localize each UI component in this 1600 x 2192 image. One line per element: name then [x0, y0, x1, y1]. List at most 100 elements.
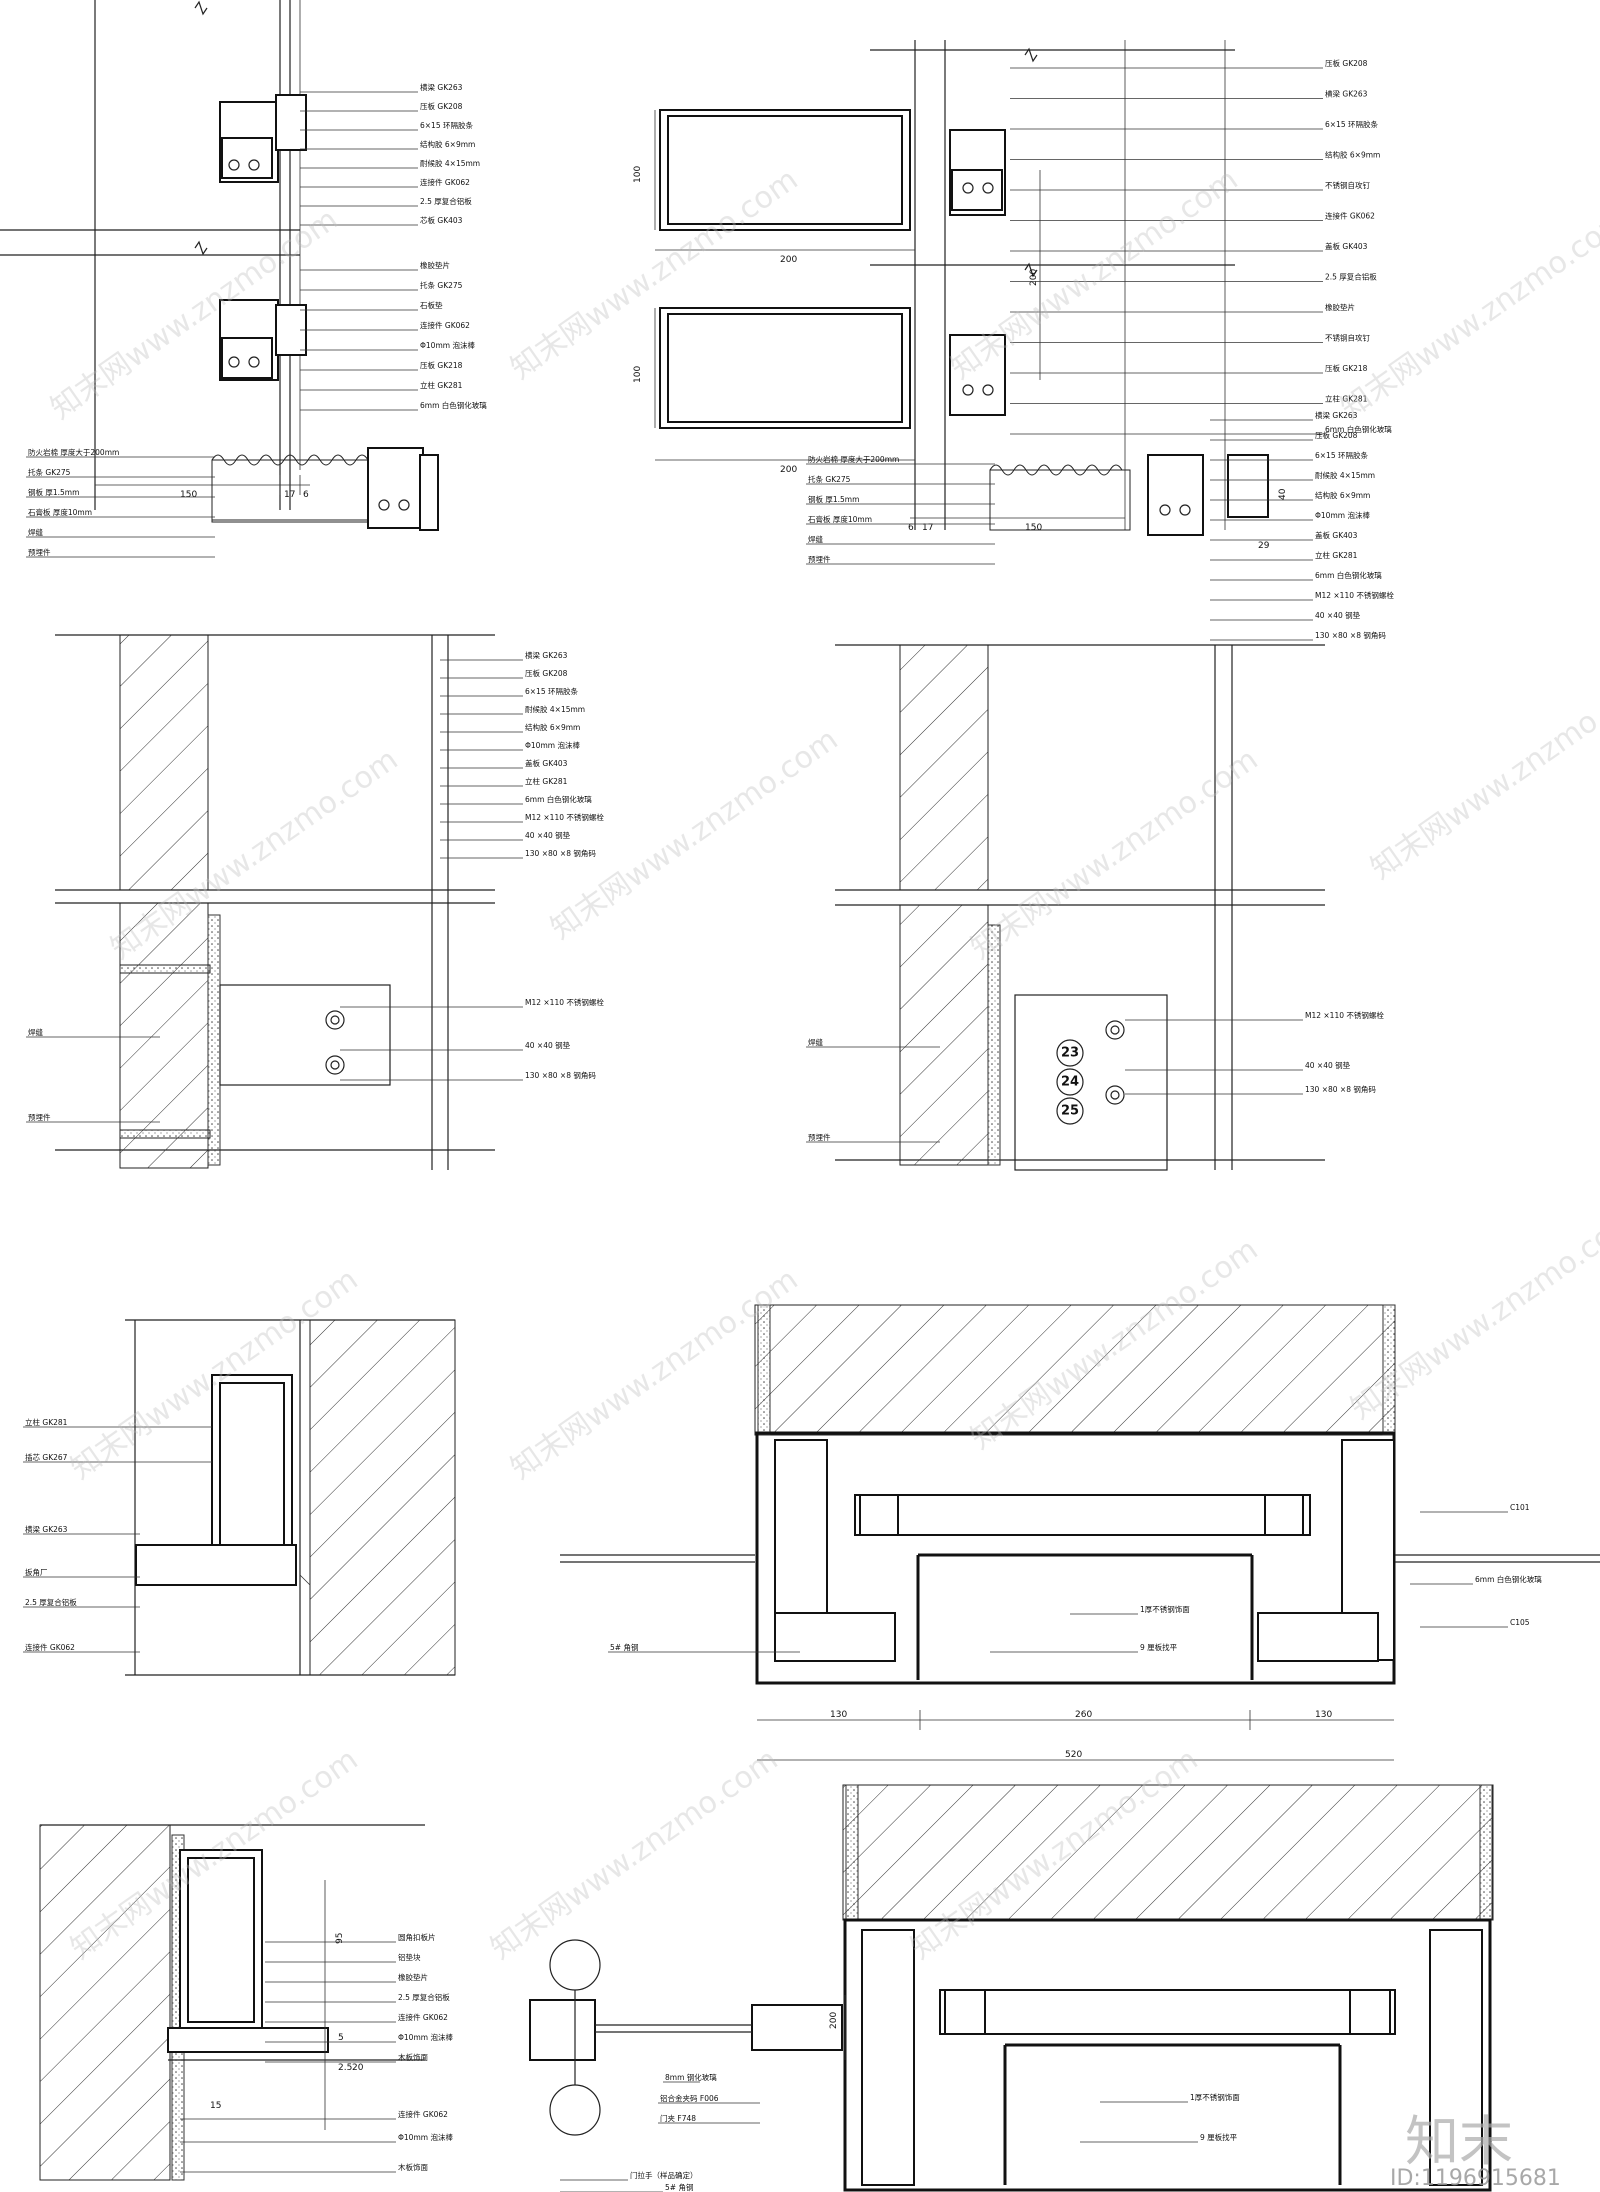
label-detail3-labels_right-7: 立柱 GK281 [525, 776, 568, 786]
d2-dim-200a: 200 [780, 255, 797, 265]
label-detail5-labels-1: 插芯 GK267 [25, 1452, 68, 1462]
d7-dim-15: 15 [210, 2101, 221, 2111]
label-detail6-labels-3: 6mm 白色钢化玻璃 [1475, 1574, 1542, 1584]
badge-24: 24 [1061, 1075, 1079, 1090]
d4-dim-40: 40 [1278, 488, 1288, 500]
label-detail4-labels_right-9: M12 ×110 不锈钢螺栓 [1305, 1010, 1384, 1020]
label-detail4-labels_right-2: 6×15 环隔胶条 [1315, 450, 1368, 460]
label-detail2-labels-5: 连接件 GK062 [1325, 211, 1375, 221]
label-detail4-labels_right-1: 压板 GK208 [1315, 430, 1358, 440]
detail-5-corner-section [125, 1319, 456, 1676]
d2-dim-100b: 100 [633, 366, 643, 383]
label-detail8-labels-4: 5# 角钢 [665, 2182, 693, 2192]
watermark-id: ID:1196915681 [1390, 2166, 1561, 2191]
label-detail1-labels_lower-1: 托条 GK275 [420, 280, 463, 290]
label-detail8-labels-0: 8mm 钢化玻璃 [665, 2072, 717, 2082]
label-detail4-labels_left-2: 钢板 厚1.5mm [808, 494, 859, 504]
label-detail5-labels-4: 2.5 厚复合铝板 [25, 1597, 77, 1607]
watermark-text: 知末网www.znzmo.com [485, 1742, 785, 1967]
d6-dim-260: 260 [1075, 1710, 1092, 1720]
d6-dim-130b: 130 [1315, 1710, 1332, 1720]
label-detail3-labels_left-5: 预埋件 [28, 1112, 51, 1122]
label-detail4-labels_right-10: 40 ×40 钢垫 [1305, 1060, 1351, 1070]
label-detail2-labels-3: 结构胶 6×9mm [1325, 150, 1380, 160]
label-detail4-labels_right-3: 耐候胶 4×15mm [1315, 470, 1375, 480]
label-detail6-labels-1: 1厚不锈钢饰面 [1140, 1604, 1190, 1614]
label-detail3-labels_left-1: 托条 GK275 [28, 467, 71, 477]
label-detail4-labels_left-5: 预埋件 [808, 1132, 831, 1142]
label-detail1-labels_upper-5: 连接件 GK062 [420, 177, 470, 187]
label-detail6-labels-0: C101 [1510, 1503, 1530, 1512]
d2-dim-6: 6 [908, 523, 914, 533]
label-detail3-labels_right-10: 40 ×40 钢垫 [525, 830, 571, 840]
detail-6-column-cladding: 130 260 130 520 [560, 1304, 1600, 1761]
label-detail4-labels_right-8: 6mm 白色钢化玻璃 [1315, 570, 1382, 580]
label-detail2-labels-8: 橡胶垫片 [1325, 302, 1355, 312]
label-detail8-labels-2: 门夹 F748 [660, 2113, 696, 2123]
label-detail2-labels-0: 压板 GK208 [1325, 58, 1368, 68]
watermark-text: 知末网www.znzmo.com [965, 742, 1265, 967]
detail-8-door-column: 200 [529, 1784, 1494, 2192]
d6-dim-130a: 130 [830, 1710, 847, 1720]
label-detail8-labels-5: 1厚不锈钢饰面 [1190, 2092, 1240, 2102]
label-detail8-labels-1: 铝合金夹码 F006 [660, 2093, 719, 2103]
label-detail3-labels_right-8: 6mm 白色钢化玻璃 [525, 794, 592, 804]
detail-1-mullion-section: 150 17 6 [0, 0, 310, 510]
watermark-logo: 知末 [1405, 2110, 1513, 2173]
watermark-text: 知末网www.znzmo.com [1335, 202, 1600, 427]
label-detail3-labels_right-11: 130 ×80 ×8 钢角码 [525, 848, 596, 858]
detail-2-transom-section: 100 200 100 200 200 6 17 150 [633, 40, 1235, 533]
label-detail3-labels_right-9: M12 ×110 不锈钢螺栓 [525, 812, 604, 822]
label-detail3-labels_right-3: 耐候胶 4×15mm [525, 704, 585, 714]
label-detail3-labels_right-6: 盖板 GK403 [525, 758, 568, 768]
label-detail1-labels_upper-1: 压板 GK208 [420, 101, 463, 111]
label-detail5-labels-3: 扳角厂 [25, 1567, 48, 1577]
detail-3-fireproof-section [55, 447, 495, 1170]
label-detail6-labels-4: C105 [1510, 1618, 1530, 1627]
label-detail1-labels_upper-3: 结构胶 6×9mm [420, 139, 475, 149]
label-detail3-labels_left-4: 焊缝 [28, 1027, 43, 1037]
label-detail4-labels_right-6: 盖板 GK403 [1315, 530, 1358, 540]
label-detail4-labels_right-9: M12 ×110 不锈钢螺栓 [1315, 590, 1394, 600]
d6-dim-520: 520 [1065, 1750, 1082, 1760]
badge-23: 23 [1061, 1046, 1079, 1061]
label-detail4-labels_right-7: 立柱 GK281 [1315, 550, 1358, 560]
d2-dim-17: 17 [922, 523, 933, 533]
label-detail3-labels_right-11: 130 ×80 ×8 钢角码 [525, 1070, 596, 1080]
label-detail4-labels_right-10: 40 ×40 钢垫 [1315, 610, 1361, 620]
label-detail3-labels_right-9: M12 ×110 不锈钢螺栓 [525, 997, 604, 1007]
label-detail4-labels_right-11: 130 ×80 ×8 钢角码 [1315, 630, 1386, 640]
label-detail3-labels_right-10: 40 ×40 钢垫 [525, 1040, 571, 1050]
label-detail3-labels_left-3: 石膏板 厚度10mm [28, 507, 92, 517]
label-detail3-labels_right-1: 压板 GK208 [525, 668, 568, 678]
d1-dim-17: 17 [284, 490, 295, 500]
label-detail5-labels-0: 立柱 GK281 [25, 1417, 68, 1427]
label-detail3-labels_right-5: Φ10mm 泡沫棒 [525, 740, 580, 750]
label-detail3-labels_right-4: 结构胶 6×9mm [525, 722, 580, 732]
label-detail3-labels_right-2: 6×15 环隔胶条 [525, 686, 578, 696]
label-detail1-labels_upper-4: 耐候胶 4×15mm [420, 158, 480, 168]
label-detail2-labels-2: 6×15 环隔胶条 [1325, 119, 1378, 129]
label-detail7-labels-2: 橡胶垫片 [398, 1972, 428, 1982]
badge-group: 23 24 25 [1056, 1039, 1084, 1125]
label-detail2-labels-1: 横梁 GK263 [1325, 89, 1368, 99]
label-detail1-labels_lower-4: Φ10mm 泡沫棒 [420, 340, 475, 350]
label-detail7-labels-6: 木板饰面 [398, 2162, 428, 2172]
d7-dim-5: 5 [338, 2033, 344, 2043]
label-detail8-labels-3: 门拉手（样品确定） [630, 2170, 698, 2180]
label-detail7-labels-5: Φ10mm 泡沫棒 [398, 2032, 453, 2042]
label-detail1-labels_upper-7: 芯板 GK403 [420, 215, 463, 225]
label-detail2-labels-12: 6mm 白色钢化玻璃 [1325, 424, 1392, 434]
label-detail7-labels-4: 连接件 GK062 [398, 2109, 448, 2119]
label-detail2-labels-4: 不锈钢自攻钉 [1325, 180, 1370, 190]
label-detail2-labels-6: 盖板 GK403 [1325, 241, 1368, 251]
label-detail1-labels_lower-0: 橡胶垫片 [420, 260, 450, 270]
label-detail7-labels-6: 木板饰面 [398, 2052, 428, 2062]
label-detail1-labels_lower-6: 立柱 GK281 [420, 380, 463, 390]
label-detail2-labels-7: 2.5 厚复合铝板 [1325, 272, 1377, 282]
d7-dim-25: 2.5 [338, 2063, 352, 2073]
label-detail6-labels-2: 9 厘板找平 [1140, 1642, 1178, 1652]
label-detail1-labels_upper-2: 6×15 环隔胶条 [420, 120, 473, 130]
